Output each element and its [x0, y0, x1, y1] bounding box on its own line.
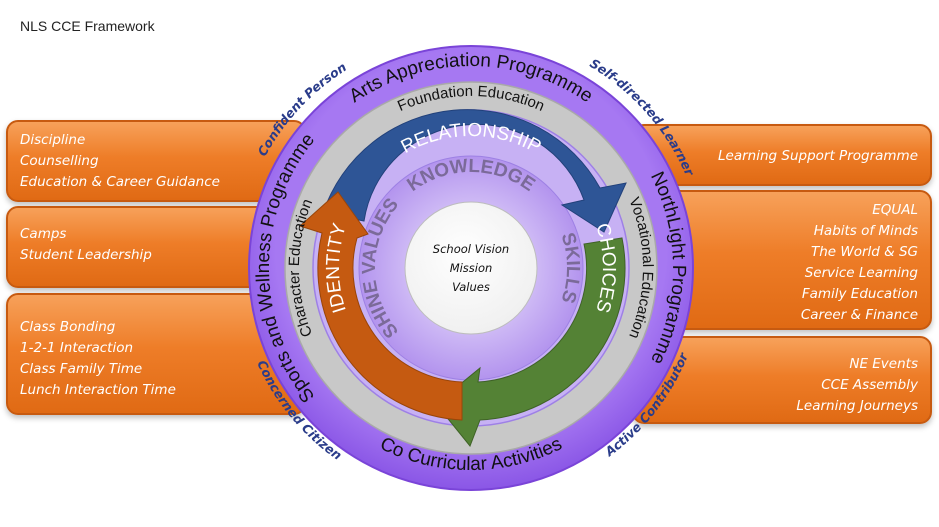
panel-item: EQUAL — [872, 202, 918, 218]
panel-item: Student Leadership — [20, 247, 152, 263]
center-line-3: Values — [452, 280, 490, 294]
panel-item: Service Learning — [804, 265, 918, 281]
panel-item: Class Family Time — [20, 361, 143, 377]
panel-left-bonding: Class Bonding 1-2-1 Interaction Class Fa… — [6, 293, 306, 415]
identity-arrow — [299, 191, 463, 421]
panel-item: Class Bonding — [20, 319, 116, 335]
panel-item: CCE Assembly — [821, 377, 918, 393]
relationship-arrow — [322, 109, 627, 233]
panel-item: NE Events — [849, 356, 918, 372]
panel-right-support: Learning Support Programme — [632, 124, 932, 186]
panel-item: Discipline — [20, 132, 86, 148]
center-circle — [404, 201, 538, 335]
panel-item: Learning Journeys — [796, 398, 918, 414]
panel-item: Learning Support Programme — [718, 148, 918, 164]
panel-right-events: NE Events CCE Assembly Learning Journeys — [632, 336, 932, 424]
center-line-1: School Vision — [433, 242, 509, 256]
center-line-2: Mission — [450, 261, 493, 275]
panel-item: The World & SG — [810, 244, 918, 260]
panel-item: Counselling — [20, 153, 99, 169]
panel-item: Education & Career Guidance — [20, 174, 220, 190]
panel-item: Career & Finance — [800, 307, 918, 323]
panel-item: Habits of Minds — [813, 223, 918, 239]
panel-item: 1-2-1 Interaction — [20, 340, 134, 356]
panel-item: Camps — [20, 226, 67, 242]
panel-item: Family Education — [801, 286, 918, 302]
page-title: NLS CCE Framework — [20, 18, 155, 34]
choices-arrow — [435, 237, 626, 447]
panel-item: Lunch Interaction Time — [20, 382, 176, 398]
